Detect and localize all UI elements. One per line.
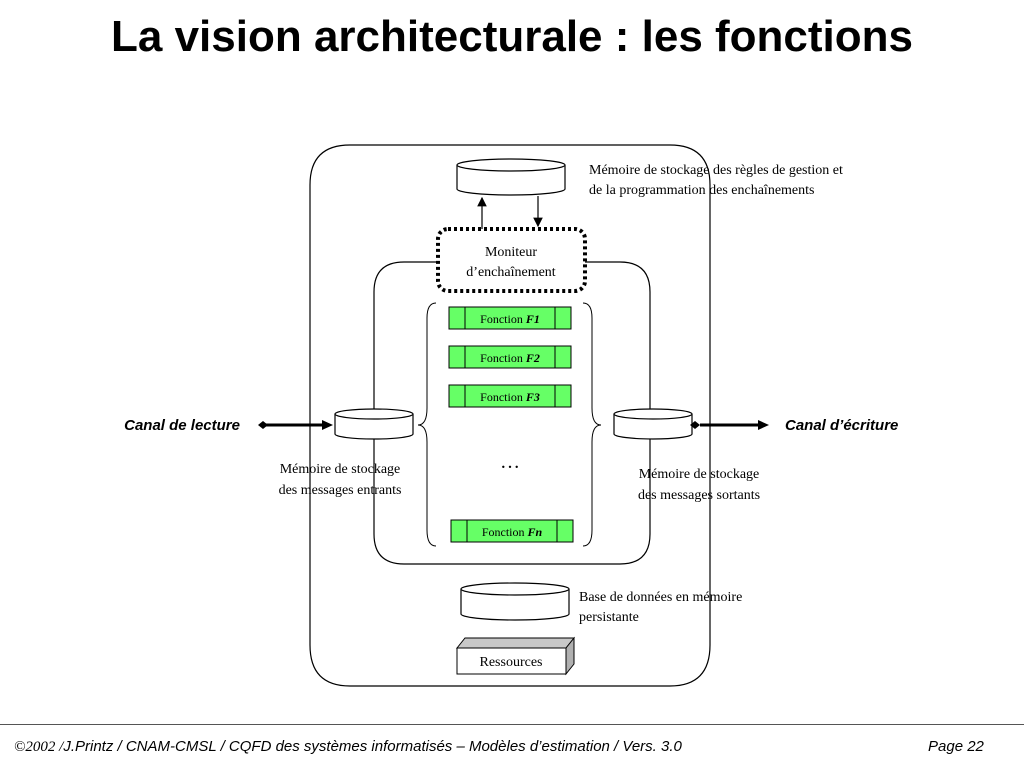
svg-text:Fonction F1: Fonction F1 [480, 312, 540, 326]
write-channel-arrow [690, 420, 769, 430]
function-f3-prefix: Fonction [480, 390, 526, 404]
function-f3: Fonction F3 [448, 384, 572, 408]
function-f3-name: F3 [525, 390, 540, 404]
footer-copyright: ©2002 / [14, 739, 64, 755]
resources-label: Ressources [480, 655, 543, 670]
monitor-label-line1: Moniteur [485, 245, 537, 260]
function-f1-prefix: Fonction [480, 312, 526, 326]
function-fn-name: Fn [526, 525, 542, 539]
resources-box: Ressources [455, 636, 576, 676]
read-channel-label: Canal de lecture [124, 417, 240, 434]
svg-text:Fonction F2: Fonction F2 [480, 351, 540, 365]
footer-divider [0, 724, 1024, 725]
function-fn: Fonction Fn [450, 519, 574, 543]
rules-memory-cylinder [456, 158, 566, 196]
rules-memory-label-line1: Mémoire de stockage des règles de gestio… [589, 163, 843, 178]
footer-text: J.Printz / CNAM-CMSL / CQFD des systèmes… [63, 738, 682, 755]
page-number: Page 22 [928, 738, 984, 755]
incoming-memory-cylinder [334, 408, 414, 440]
left-brace [417, 302, 437, 547]
outgoing-memory-label-line2: des messages sortants [638, 488, 760, 503]
outgoing-memory-cylinder [613, 408, 693, 440]
database-label-line1: Base de données en mémoire [579, 590, 742, 605]
incoming-memory-label-line1: Mémoire de stockage [280, 462, 401, 477]
footer: ©2002 /J.Printz / CNAM-CMSL / CQFD des s… [0, 724, 1024, 768]
svg-text:Fonction Fn: Fonction Fn [482, 525, 543, 539]
monitor-label-line2: d’enchaînement [466, 265, 556, 280]
function-f1: Fonction F1 [448, 306, 572, 330]
monitor-box [436, 227, 587, 293]
database-label-line2: persistante [579, 610, 639, 625]
rules-memory-label-line2: de la programmation des enchaînements [589, 183, 814, 198]
database-cylinder [460, 582, 570, 621]
function-f2-prefix: Fonction [480, 351, 526, 365]
incoming-memory-label-line2: des messages entrants [279, 483, 402, 498]
system-boundary [309, 144, 711, 687]
functions-ellipsis: … [500, 451, 520, 473]
processing-boundary [373, 261, 651, 565]
svg-text:Fonction F3: Fonction F3 [480, 390, 540, 404]
write-channel-label: Canal d’écriture [785, 417, 898, 434]
page-title: La vision architecturale : les fonctions [111, 12, 913, 61]
function-fn-prefix: Fonction [482, 525, 528, 539]
outgoing-memory-label-line1: Mémoire de stockage [639, 467, 760, 482]
architecture-diagram: Mémoire de stockage des règles de gestio… [124, 144, 898, 687]
footer-credits: ©2002 /J.Printz / CNAM-CMSL / CQFD des s… [14, 738, 682, 756]
function-f1-name: F1 [525, 312, 540, 326]
function-f2: Fonction F2 [448, 345, 572, 369]
right-brace [582, 302, 602, 547]
function-f2-name: F2 [525, 351, 540, 365]
read-channel-arrow [258, 420, 333, 430]
